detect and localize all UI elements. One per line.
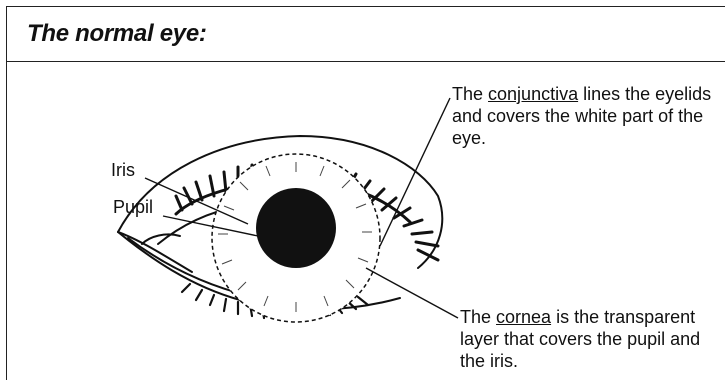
label-iris: Iris: [111, 159, 135, 181]
conjunctiva-pre: The: [452, 84, 488, 104]
pupil: [256, 188, 336, 268]
label-cornea: The cornea is the transparent layer that…: [460, 306, 724, 372]
label-conjunctiva: The conjunctiva lines the eyelids and co…: [452, 83, 712, 149]
cornea-term: cornea: [496, 307, 551, 327]
label-pupil: Pupil: [113, 196, 153, 218]
cornea-pre: The: [460, 307, 496, 327]
conjunctiva-term: conjunctiva: [488, 84, 578, 104]
